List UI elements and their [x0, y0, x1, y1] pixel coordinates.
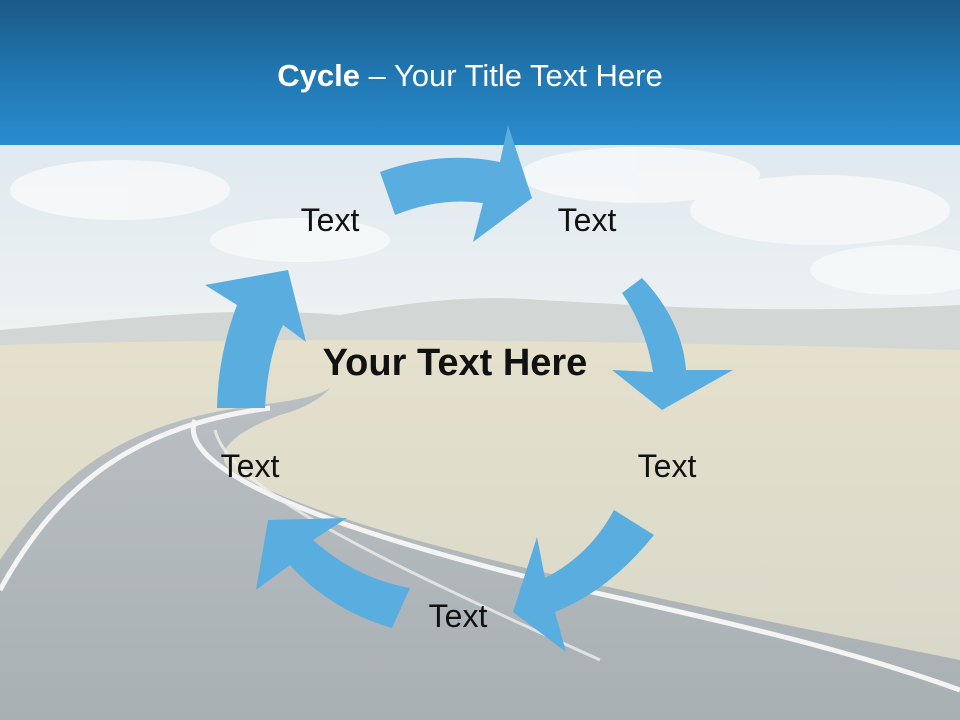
cycle-arrow-bottom-left: [256, 518, 410, 628]
slide-title: Cycle – Your Title Text Here: [0, 56, 940, 96]
title-bold-part: Cycle: [277, 58, 360, 93]
cycle-arrow-left: [205, 270, 306, 408]
cycle-arrow-top: [380, 125, 532, 242]
cycle-arrow-bottom-right: [513, 510, 654, 652]
title-bar: Cycle – Your Title Text Here: [0, 0, 960, 145]
node-label-right: Text: [637, 448, 697, 484]
title-text: – Your Title Text Here: [360, 58, 663, 93]
node-label-left: Text: [220, 448, 280, 484]
node-label-bottom: Text: [428, 598, 488, 634]
cycle-arrow-right: [612, 278, 733, 410]
node-label-top-right: Text: [557, 202, 617, 238]
node-label-top-left: Text: [300, 202, 360, 238]
center-text: Your Text Here: [322, 342, 588, 384]
